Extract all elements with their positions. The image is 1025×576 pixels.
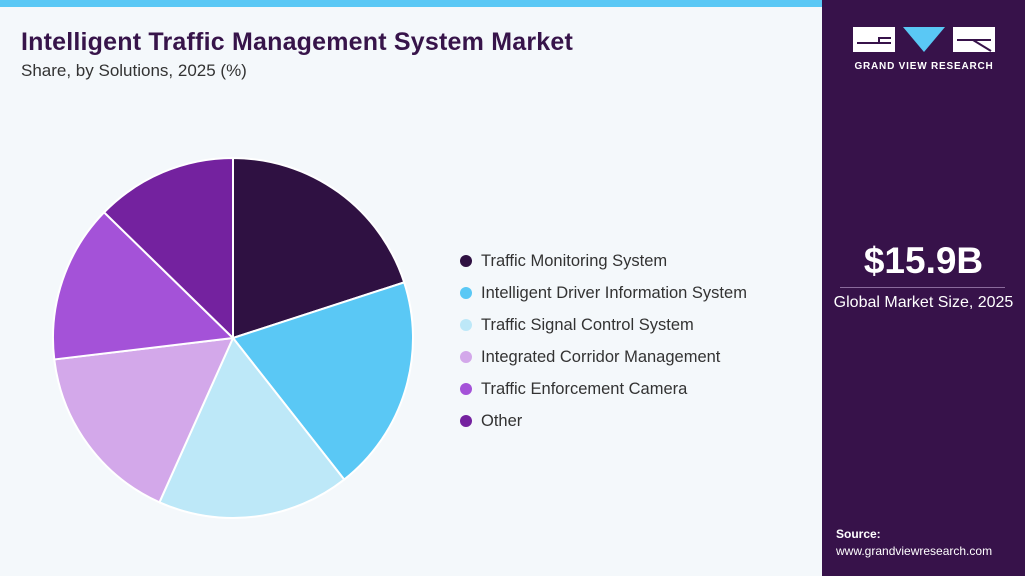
legend-swatch [460, 351, 472, 363]
legend-swatch [460, 255, 472, 267]
market-size-label: Global Market Size, 2025 [833, 294, 1014, 311]
pie-slice-2 [158, 336, 346, 519]
pie-slice-3 [53, 336, 235, 504]
pie-chart [51, 156, 414, 519]
legend-label: Integrated Corridor Management [481, 347, 721, 366]
source-title: Source: [836, 527, 881, 541]
legend-item: Traffic Signal Control System [460, 309, 747, 341]
legend-swatch [460, 383, 472, 395]
legend-label: Traffic Signal Control System [481, 315, 694, 334]
legend-label: Traffic Monitoring System [481, 251, 668, 270]
chart-title: Intelligent Traffic Management System Ma… [21, 28, 574, 56]
pie-slice-0 [232, 156, 406, 340]
chart-panel: Intelligent Traffic Management System Ma… [0, 0, 822, 576]
pie-slice-4 [51, 210, 236, 361]
accent-bar [0, 0, 822, 7]
legend-item: Traffic Enforcement Camera [460, 373, 747, 405]
legend-swatch [460, 415, 472, 427]
legend-label: Intelligent Driver Information System [481, 283, 747, 302]
legend-item: Traffic Monitoring System [460, 245, 747, 277]
pie-slice-1 [231, 281, 414, 481]
pie-slice-5 [102, 156, 234, 341]
market-size-value: $15.9B [863, 240, 984, 281]
legend-item: Integrated Corridor Management [460, 341, 747, 373]
legend-item: Intelligent Driver Information System [460, 277, 747, 309]
legend-label: Traffic Enforcement Camera [481, 379, 688, 398]
logo-marks [853, 27, 995, 52]
chart-subtitle: Share, by Solutions, 2025 (%) [21, 61, 247, 80]
logo-v-mark [903, 27, 945, 52]
logo-g-mark [853, 27, 895, 52]
legend-label: Other [481, 411, 523, 430]
sidebar: GRAND VIEW RESEARCH $15.9B Global Market… [822, 0, 1025, 576]
legend-item: Other [460, 405, 747, 437]
divider [840, 287, 1005, 288]
source-url: www.grandviewresearch.com [836, 544, 993, 558]
source-note: Source: www.grandviewresearch.com [836, 526, 992, 560]
legend-swatch [460, 287, 472, 299]
logo-text: GRAND VIEW RESEARCH [854, 61, 994, 72]
logo-r-mark [953, 27, 995, 52]
legend-swatch [460, 319, 472, 331]
brand-logo: GRAND VIEW RESEARCH [853, 27, 995, 72]
